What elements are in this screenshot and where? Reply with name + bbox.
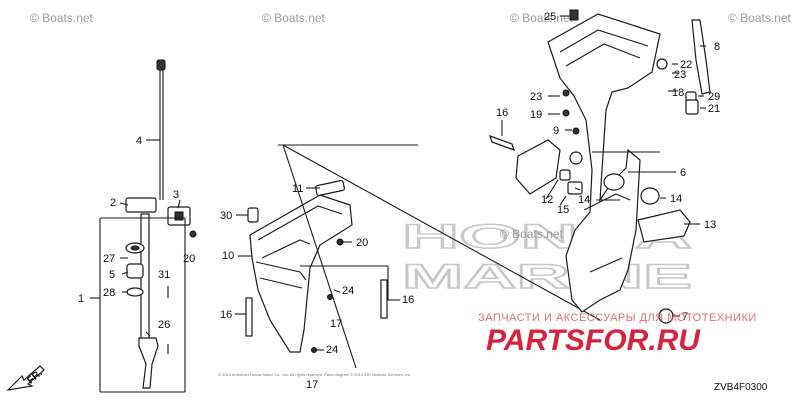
callout-17-lower: 17 [306,379,318,391]
callout-labels: 4 2 3 20 27 5 31 28 1 26 30 10 11 20 24 … [78,11,720,391]
watermark-ru-logo: PARTSFOR.RU [486,324,701,357]
callout-18: 18 [672,87,684,99]
callout-26: 26 [158,319,170,331]
callout-6: 6 [680,167,686,179]
callout-14-right: 14 [670,193,682,205]
callout-11: 11 [292,183,303,195]
callout-8: 8 [714,41,720,53]
callout-24-lower: 24 [326,344,338,356]
watermark-center: © Boats.net [500,227,564,241]
callout-16-left: 16 [220,309,232,321]
callout-16-mid: 16 [402,294,414,306]
copyright-line: © 2014 American Honda Motor Co., Inc. Al… [218,372,412,377]
callout-29: 29 [708,91,720,103]
callout-19: 19 [530,109,542,121]
callout-13: 13 [704,219,716,231]
callout-14-mid: 14 [578,194,590,206]
watermark-top-right-b: © Boats.net [728,11,792,25]
callout-28: 28 [103,287,115,299]
callout-31: 31 [158,269,170,281]
callout-22: 22 [680,59,692,71]
callout-30: 30 [220,210,232,222]
callout-5: 5 [109,269,115,281]
lower-case [489,9,711,324]
callout-20-left: 20 [183,253,195,265]
callout-17-upper: 17 [330,318,342,330]
callout-23-right: 23 [674,69,686,81]
callout-20-mid: 20 [356,237,368,249]
callout-1: 1 [78,293,84,305]
callout-2: 2 [110,197,116,209]
callout-21: 21 [708,103,720,115]
shift-rod-assembly [99,59,197,393]
callout-25: 25 [544,11,556,23]
callout-23-mid: 23 [530,91,542,103]
callout-3: 3 [173,189,179,201]
callout-16-right: 16 [496,107,508,119]
leader-lines [90,15,706,351]
extension-case [245,144,601,369]
callout-24-upper: 24 [342,285,354,297]
watermark-ru-subtitle: ЗАПЧАСТИ И АКСЕССУАРЫ ДЛЯ МОТОТЕХНИКИ [478,312,757,324]
watermark-top-right-a: © Boats.net [510,11,574,25]
callout-12: 12 [541,194,553,206]
callout-7: 7 [682,311,688,323]
callout-10: 10 [222,250,234,262]
watermark-top-mid: © Boats.net [262,11,326,25]
watermark-top-left: © Boats.net [30,11,94,25]
callout-9: 9 [553,125,559,137]
diagram-code: ZVB4F0300 [714,382,768,393]
callout-4: 4 [136,135,142,147]
front-direction-arrow: FR. [6,365,45,391]
callout-15: 15 [557,204,569,216]
callout-27: 27 [103,253,115,265]
